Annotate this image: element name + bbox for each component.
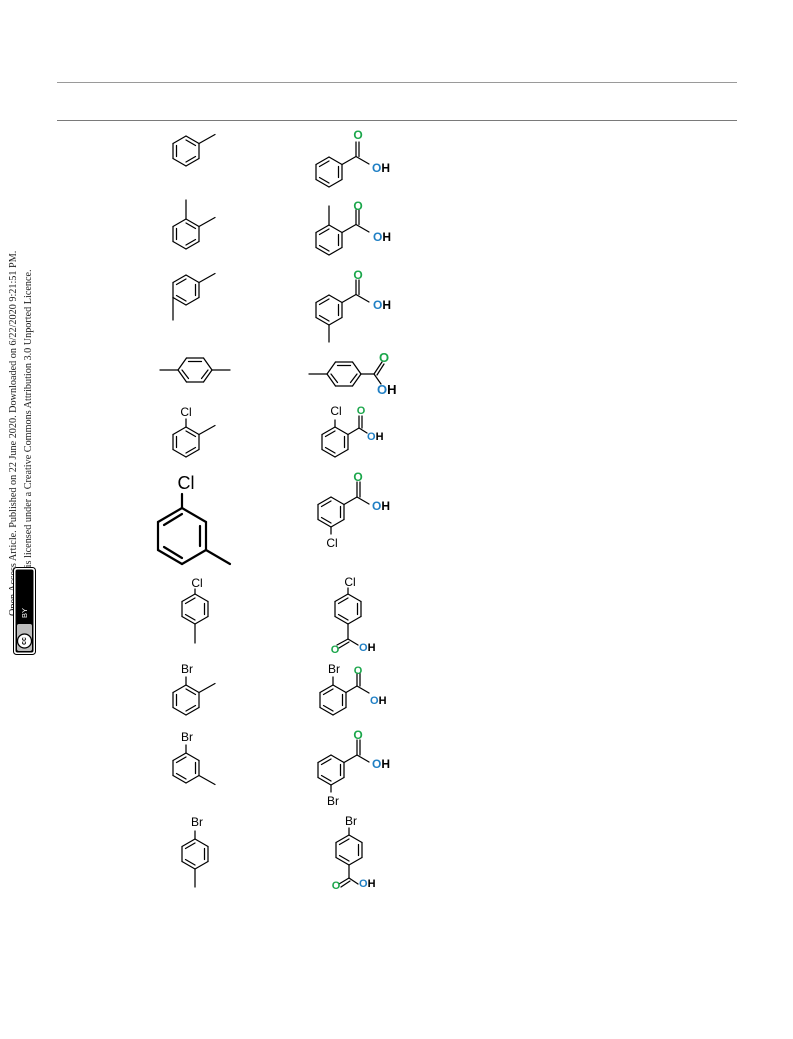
table-top-rule <box>57 82 737 84</box>
atom-label-OH: OH <box>359 642 376 654</box>
product-2-chlorobenzoic-acid: Cl O OH <box>321 404 384 458</box>
substrate-toluene <box>172 133 216 167</box>
atom-label-O: O <box>332 880 341 892</box>
atom-label-OH: OH <box>372 757 390 771</box>
atom-label-Cl: Cl <box>191 576 202 590</box>
product-4-chlorobenzoic-acid: Cl O OH <box>331 575 376 656</box>
cc-icon <box>16 633 33 649</box>
substrate-4-chlorotoluene: Cl <box>181 576 209 644</box>
substrate-4-bromotoluene: Br <box>181 815 209 888</box>
atom-label-Br: Br <box>328 662 340 676</box>
badge-by-text: BY <box>20 608 29 618</box>
product-2-methylbenzoic-acid: O OH <box>315 199 391 256</box>
atom-label-Br: Br <box>191 815 203 829</box>
product-2-bromobenzoic-acid: Br O OH <box>319 662 387 716</box>
atom-label-OH: OH <box>377 382 397 397</box>
substrate-2-bromotoluene: Br <box>172 662 216 716</box>
atom-label-OH: OH <box>370 695 387 707</box>
product-3-chlorobenzoic-acid: Cl O OH <box>317 470 390 550</box>
product-benzoic-acid: O OH <box>315 128 390 188</box>
atom-label-O: O <box>379 350 389 365</box>
substrate-3-bromotoluene: Br <box>172 730 216 786</box>
table-header-rule <box>57 120 737 122</box>
atom-label-OH: OH <box>372 161 390 175</box>
atom-label-Cl: Cl <box>330 404 341 418</box>
atom-label-O: O <box>353 128 362 142</box>
atom-label-Cl: Cl <box>180 405 191 419</box>
product-4-bromobenzoic-acid: Br O OH <box>332 814 376 892</box>
atom-label-Cl: Cl <box>178 473 195 493</box>
license-text: Open Access Article. Published on 22 Jun… <box>5 196 41 616</box>
substrate-2-chlorotoluene: Cl <box>172 405 216 458</box>
atom-label-Br: Br <box>181 662 193 676</box>
product-4-methylbenzoic-acid: O OH <box>308 350 397 397</box>
atom-label-O: O <box>331 644 340 656</box>
atom-label-OH: OH <box>359 878 376 890</box>
atom-label-O: O <box>353 728 362 742</box>
product-3-methylbenzoic-acid: O OH <box>315 268 391 343</box>
atom-label-Br: Br <box>181 730 193 744</box>
substrate-p-xylene <box>159 357 231 383</box>
atom-label-Cl: Cl <box>326 536 337 550</box>
substrate-o-xylene <box>172 199 216 250</box>
substrate-3-chlorotoluene: Cl <box>156 473 232 566</box>
atom-label-O: O <box>353 199 362 213</box>
atom-label-O: O <box>353 268 362 282</box>
atom-label-OH: OH <box>373 230 391 244</box>
license-line-1: Open Access Article. Published on 22 Jun… <box>8 250 19 616</box>
atom-label-O: O <box>357 405 366 417</box>
substrate-m-xylene <box>172 272 216 321</box>
cc-by-badge[interactable]: cc BY <box>13 567 36 655</box>
product-3-bromobenzoic-acid: Br O OH <box>317 728 390 808</box>
atom-label-Br: Br <box>345 814 357 828</box>
license-line-2[interactable]: This article is licensed under a Creativ… <box>23 269 34 616</box>
atom-label-Br: Br <box>327 794 339 808</box>
atom-label-O: O <box>354 665 363 677</box>
atom-label-OH: OH <box>373 298 391 312</box>
atom-label-OH: OH <box>367 431 384 443</box>
atom-label-O: O <box>353 470 362 484</box>
atom-label-Cl: Cl <box>344 575 355 589</box>
atom-label-OH: OH <box>372 499 390 513</box>
badge-cc-text: cc <box>21 637 28 645</box>
